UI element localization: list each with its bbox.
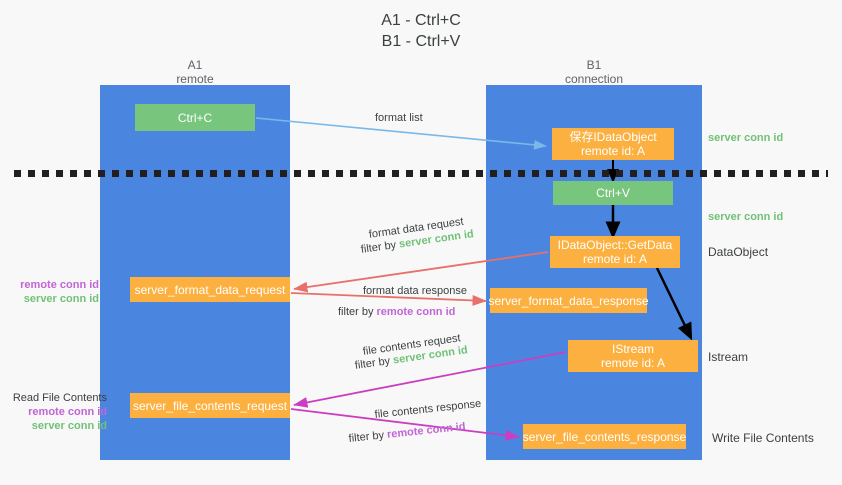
annotation-dataobject-text: DataObject: [708, 245, 769, 259]
edge-label-file-contents-response-filter: filter by remote conn id: [348, 420, 466, 447]
node-ctrl-c[interactable]: Ctrl+C: [135, 104, 255, 131]
node-server-format-data-response-label: server_format_data_response: [488, 293, 649, 308]
page-title: A1 - Ctrl+C B1 - Ctrl+V: [0, 10, 842, 52]
annotation-left-remote-conn-id-2: remote conn id: [28, 406, 107, 418]
annotation-left-server-conn-id-2: server conn id: [31, 420, 107, 432]
annotation-istream: Istream: [708, 350, 748, 364]
annotation-istream-text: Istream: [708, 350, 749, 364]
node-ctrl-v[interactable]: Ctrl+V: [553, 181, 673, 205]
filter-prefix: filter by: [360, 238, 400, 256]
edge-label-format-data-response-text: format data response: [363, 285, 467, 297]
filter-prefix: filter by: [354, 354, 394, 372]
node-ctrl-c-label: Ctrl+C: [177, 110, 213, 125]
node-ctrl-v-label: Ctrl+V: [596, 186, 630, 200]
lane-b1-role: connection: [564, 72, 624, 86]
lane-a1-name: A1: [187, 58, 203, 72]
edge-label-format-list: format list: [375, 111, 423, 126]
phase-divider: [14, 170, 828, 177]
node-server-format-data-response[interactable]: server_format_data_response: [488, 288, 649, 313]
lane-b1-name: B1: [586, 58, 602, 72]
filter-prefix: filter by: [338, 306, 377, 318]
edge-label-file-contents-response: file contents response: [374, 397, 482, 423]
node-getdata-line1: IDataObject::GetData: [557, 238, 673, 252]
annotation-write-file-contents-text: Write File Contents: [712, 431, 814, 445]
annotation-server-conn-id-top-text: server conn id: [708, 132, 784, 144]
node-server-file-contents-request[interactable]: server_file_contents_request: [130, 393, 290, 418]
annotation-server-conn-id-mid: server conn id: [708, 210, 783, 224]
annotation-server-conn-id-mid-text: server conn id: [708, 211, 784, 223]
filter-value-remote-conn-id: remote conn id: [386, 420, 467, 441]
annotation-read-file-contents-text: Read File Contents: [12, 392, 107, 404]
edge-label-format-list-text: format list: [375, 112, 423, 124]
annotation-write-file-contents: Write File Contents: [712, 431, 814, 445]
annotation-dataobject: DataObject: [708, 245, 768, 259]
annotation-left-remote-conn-id-1: remote conn id: [20, 279, 99, 291]
filter-value-remote-conn-id: remote conn id: [376, 306, 456, 318]
lane-header-a1: A1 remote: [100, 58, 290, 86]
edge-label-file-contents-response-text: file contents response: [374, 397, 482, 421]
node-istream-line2: remote id: A: [600, 356, 666, 370]
node-server-format-data-request-label: server_format_data_request: [134, 282, 286, 297]
title-line-2: B1 - Ctrl+V: [381, 33, 461, 50]
annotation-left-conn-ids-1: remote conn id server conn id: [7, 278, 99, 306]
lane-header-b1: B1 connection: [486, 58, 702, 86]
node-server-file-contents-response[interactable]: server_file_contents_response: [523, 424, 686, 449]
node-idataobject-line2: remote id: A: [580, 144, 646, 158]
node-idataobject-getdata[interactable]: IDataObject::GetData remote id: A: [550, 236, 680, 268]
node-idataobject-line1: 保存IDataObject: [569, 130, 657, 144]
filter-prefix: filter by: [348, 428, 388, 445]
node-server-file-contents-response-label: server_file_contents_response: [522, 429, 687, 444]
edge-label-format-data-response-filter: filter by remote conn id: [338, 305, 455, 320]
annotation-left-server-conn-id-1: server conn id: [23, 293, 99, 305]
edge-label-format-data-response: format data response: [363, 284, 467, 299]
annotation-left-read-file-contents: Read File Contents remote conn id server…: [7, 391, 107, 433]
node-server-format-data-request[interactable]: server_format_data_request: [130, 277, 290, 302]
lane-a1-role: remote: [176, 72, 214, 86]
annotation-server-conn-id-top: server conn id: [708, 131, 783, 145]
node-idataobject[interactable]: 保存IDataObject remote id: A: [552, 128, 674, 160]
node-getdata-line2: remote id: A: [582, 252, 648, 266]
node-istream-line1: IStream: [611, 342, 654, 356]
node-server-file-contents-request-label: server_file_contents_request: [132, 398, 288, 413]
title-line-1: A1 - Ctrl+C: [381, 12, 461, 29]
node-istream[interactable]: IStream remote id: A: [568, 340, 698, 372]
